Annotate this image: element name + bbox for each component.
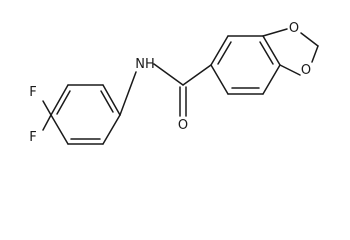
bond — [262, 35, 281, 66]
atom-label-dioxole-o-bottom: O — [301, 63, 311, 78]
bond — [50, 84, 69, 116]
bond-c-f-top — [42, 100, 52, 116]
atom-label-carbonyl-o: O — [178, 118, 188, 133]
double-bond-inner — [217, 41, 232, 65]
double-bond-inner — [100, 90, 114, 113]
bond — [279, 64, 301, 76]
bond — [50, 114, 69, 145]
chemical-structure: F F NH O O O — [29, 21, 319, 145]
bond — [102, 84, 121, 116]
double-bond-inner — [56, 90, 71, 115]
bond — [262, 28, 288, 37]
bond — [210, 64, 229, 95]
atom-label-f-bottom: F — [29, 130, 36, 145]
bond-ring-n — [119, 71, 137, 116]
dioxole-ring — [262, 28, 319, 76]
bond — [262, 64, 281, 95]
atom-label-f-top: F — [29, 85, 36, 100]
bond — [102, 114, 121, 145]
difluorophenyl-ring — [50, 84, 121, 145]
atom-label-dioxole-o-top: O — [289, 21, 299, 36]
bond — [300, 32, 319, 47]
bond — [311, 45, 319, 63]
benzodioxole-ring — [210, 35, 281, 95]
bond-n-carbonyl — [153, 63, 184, 86]
bond-carbonyl-ring — [182, 64, 212, 86]
bond-c-f-bottom — [42, 114, 52, 131]
double-bond-inner — [259, 41, 274, 65]
atom-label-nh: NH — [135, 57, 155, 72]
bond — [210, 35, 229, 66]
